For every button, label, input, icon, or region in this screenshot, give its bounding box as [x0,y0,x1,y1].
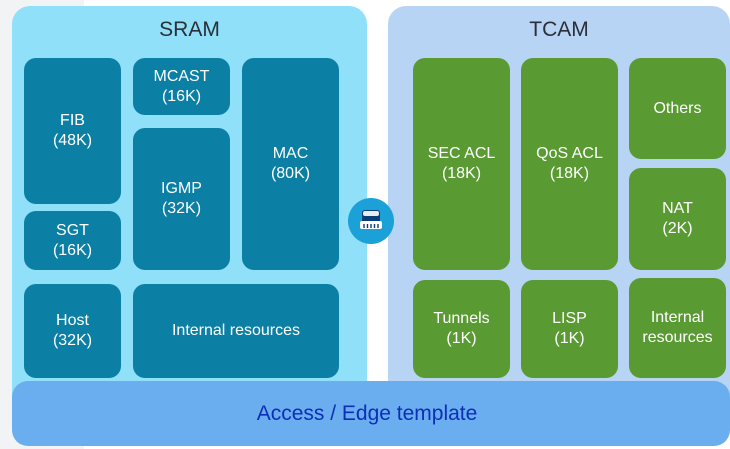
sram-panel: SRAM FIB (48K) MCAST (16K) MAC (80K) IGM… [12,6,367,446]
tcam-block-nat: NAT (2K) [629,168,726,270]
sram-block-sgt: SGT (16K) [24,211,121,270]
sram-block-mac: MAC (80K) [242,58,339,270]
sram-block-host-label: Host (32K) [52,312,93,349]
tcam-block-internal-resources: Internal resources [629,278,726,378]
sram-block-igmp-label: IGMP (32K) [161,180,202,217]
tcam-block-sec-acl: SEC ACL (18K) [413,58,510,270]
sram-block-fib: FIB (48K) [24,58,121,204]
sram-block-mcast-label: MCAST (16K) [153,67,210,105]
tcam-block-lisp: LISP (1K) [521,280,618,378]
sram-block-internal-label: Internal resources [171,322,301,339]
sram-block-mcast: MCAST (16K) [133,58,230,115]
sram-block-igmp: IGMP (32K) [133,128,230,270]
tcam-block-sec-acl-label: SEC ACL (18K) [427,145,496,182]
sram-block-internal-resources: Internal resources [133,284,339,378]
tcam-title: TCAM [529,18,589,41]
template-label: Access / Edge template [256,401,478,425]
tcam-block-tunnels: Tunnels (1K) [413,280,510,378]
sram-block-mac-label: MAC (80K) [270,145,311,182]
template-bar: Access / Edge template [12,381,730,446]
tcam-block-others: Others [629,58,726,159]
tcam-block-tunnels-label: Tunnels (1K) [433,310,490,347]
tcam-block-nat-label: NAT (2K) [662,200,693,237]
tcam-block-qos-acl-label: QoS ACL (18K) [536,145,603,182]
sram-block-fib-label: FIB (48K) [52,112,93,149]
tcam-block-qos-acl: QoS ACL (18K) [521,58,618,270]
sram-block-sgt-label: SGT (16K) [52,221,93,259]
sram-block-host: Host (32K) [24,284,121,378]
tcam-block-others-label: Others [653,99,702,117]
chip-glyph [360,210,382,229]
tcam-block-lisp-label: LISP (1K) [552,310,587,347]
tcam-panel: TCAM SEC ACL (18K) QoS ACL (18K) Others … [388,6,730,446]
sram-title: SRAM [159,18,220,41]
tcam-block-internal-label: Internal resources [642,309,713,346]
switch-chip-icon [348,198,394,244]
